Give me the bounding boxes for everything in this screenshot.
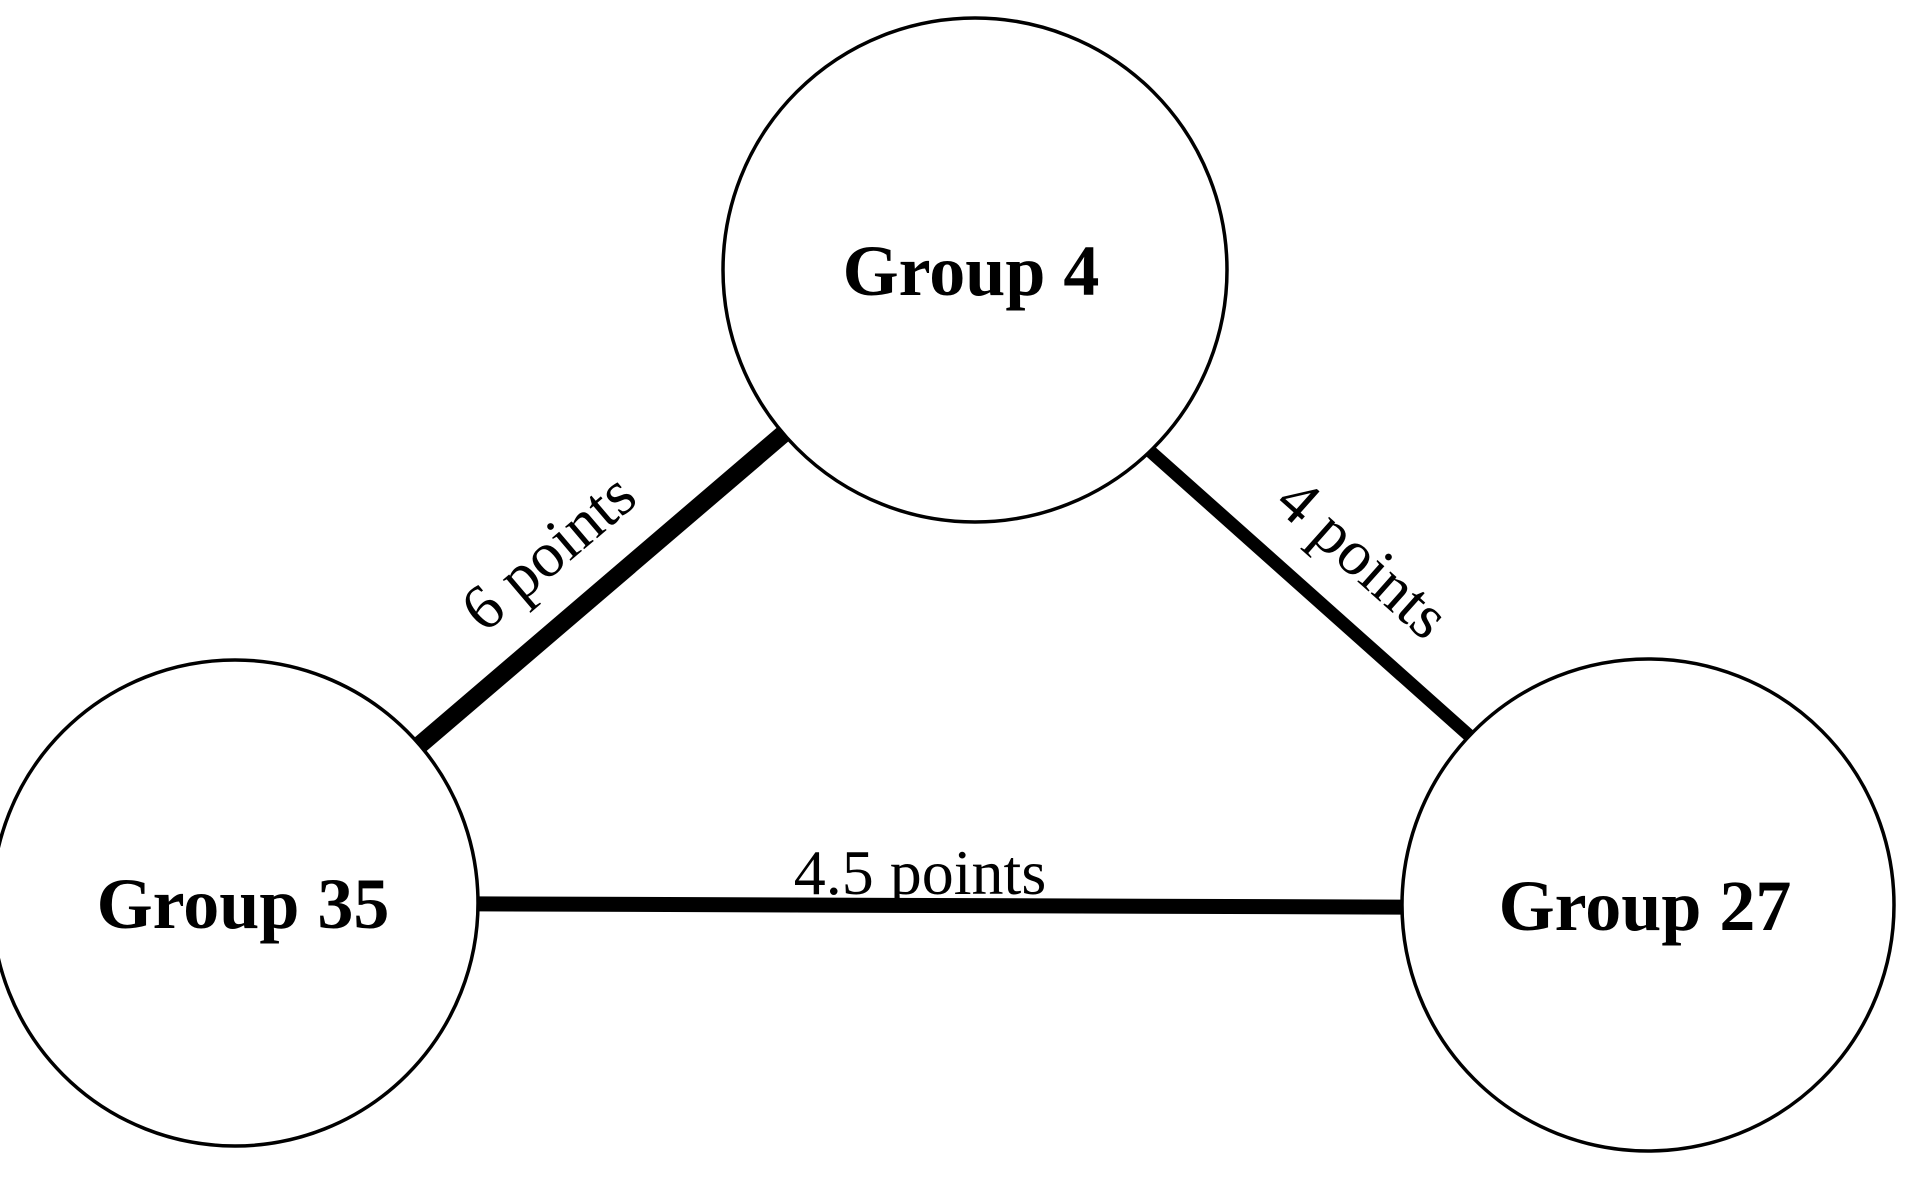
- node-group27-label: Group 27: [1499, 866, 1792, 946]
- node-group4-label: Group 4: [843, 231, 1100, 311]
- node-group35-label: Group 35: [97, 864, 390, 944]
- node-group4: [721, 16, 1229, 524]
- edge-group35-group27-label: 4.5 points: [794, 837, 1046, 908]
- node-group35: [0, 658, 480, 1148]
- edge-group4-group27-label: 4 points: [1263, 463, 1463, 652]
- edge-group35-group4-label: 6 points: [447, 458, 649, 645]
- node-group27: [1400, 657, 1896, 1153]
